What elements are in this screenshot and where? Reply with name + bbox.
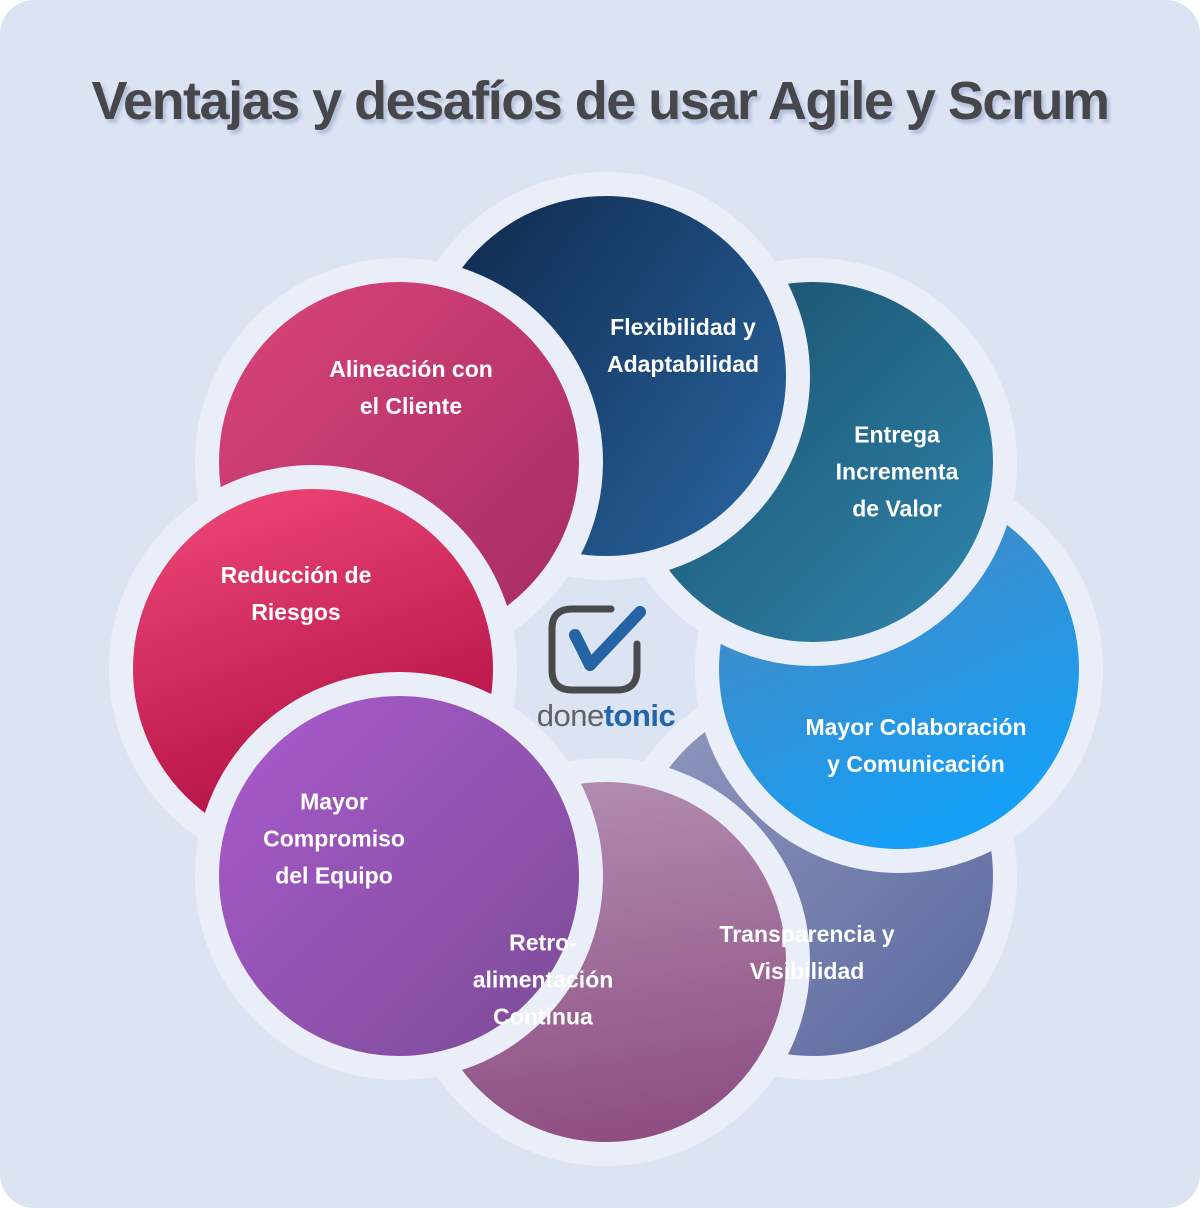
petal-circle-compromiso	[195, 672, 603, 1080]
brand-done: done	[536, 698, 604, 733]
petal-label-entrega: Entrega Incrementa de Valor	[835, 421, 959, 522]
petal-label-transparencia: Transparencia y Visibilidad	[719, 921, 895, 984]
petal-label-reduccion: Reducción de Riesgos	[220, 562, 372, 625]
petal-label-flexibilidad: Flexibilidad y Adaptabilidad	[606, 314, 760, 377]
page-title: Ventajas y desafíos de usar Agile y Scru…	[91, 71, 1110, 131]
petal-label-colaboracion: Mayor Colaboración y Comunicación	[805, 714, 1027, 777]
checkbox-check-icon	[548, 605, 646, 694]
brand-tonic: tonic	[603, 698, 676, 733]
petal-label-alineacion: Alineación con el Cliente	[329, 356, 493, 419]
brand-wordmark: donetonic	[456, 698, 756, 734]
petal-label-retroalimentacion: Retro- alimentación Continua	[472, 929, 614, 1030]
petal-label-compromiso: Mayor Compromiso del Equipo	[263, 788, 405, 889]
